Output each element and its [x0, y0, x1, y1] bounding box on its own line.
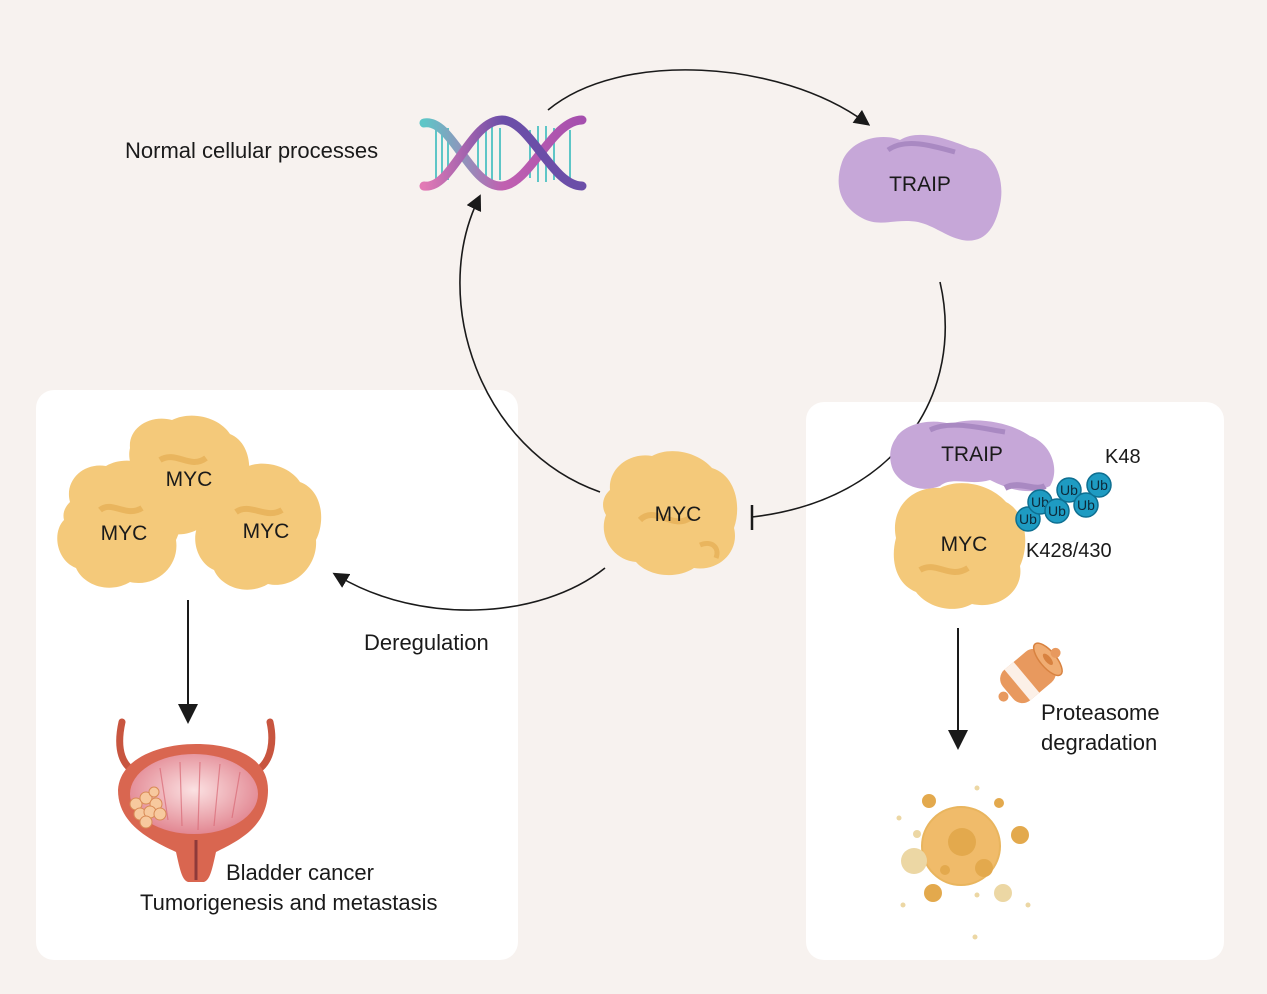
proteasome-label-line2: degradation	[1041, 730, 1158, 755]
svg-text:Ub: Ub	[1019, 511, 1037, 527]
myc-protein-center: MYC	[603, 451, 738, 576]
traip-complex-label: TRAIP	[941, 443, 1003, 466]
svg-text:Ub: Ub	[1090, 477, 1108, 493]
traip-protein-top: TRAIP	[838, 134, 1002, 241]
k48-label: K48	[1105, 446, 1141, 468]
svg-text:Ub: Ub	[1031, 494, 1049, 510]
ubiquitin-chain: Ub Ub Ub Ub Ub Ub	[1015, 472, 1112, 532]
arrow-deregulation	[332, 567, 606, 611]
myc-complex-label: MYC	[941, 533, 988, 556]
tumorigenesis-label: Tumorigenesis and metastasis	[140, 890, 438, 915]
arrow-myc-to-dna	[459, 194, 601, 493]
ub-icon: Ub	[1073, 492, 1099, 518]
normal-processes-label: Normal cellular processes	[125, 138, 379, 163]
svg-text:Ub: Ub	[1077, 497, 1095, 513]
cycle-arrows	[178, 69, 968, 750]
traip-myc-complex: TRAIP MYC	[890, 420, 1055, 609]
myc-cluster-label-1: MYC	[166, 468, 213, 491]
bladder-icon	[116, 718, 276, 882]
k428-430-label: K428/430	[1026, 540, 1112, 562]
proteasome-label-line1: Proteasome	[1041, 700, 1160, 725]
ub-icon: Ub	[1086, 472, 1112, 498]
arrow-dna-to-traip	[547, 69, 871, 126]
traip-top-label: TRAIP	[889, 173, 951, 196]
ub-icon: Ub	[1056, 477, 1082, 503]
dna-icon	[419, 115, 587, 191]
myc-cluster: MYC MYC MYC	[57, 415, 322, 590]
myc-cluster-label-3: MYC	[243, 520, 290, 543]
deregulation-label: Deregulation	[364, 630, 489, 655]
degraded-protein-debris	[896, 785, 1031, 940]
svg-text:Ub: Ub	[1048, 503, 1066, 519]
bladder-cancer-label: Bladder cancer	[226, 860, 374, 885]
proteasome-icon	[998, 642, 1063, 704]
myc-cluster-label-2: MYC	[101, 522, 148, 545]
ub-icon: Ub	[1044, 498, 1070, 524]
myc-center-label: MYC	[655, 503, 702, 526]
svg-text:Ub: Ub	[1060, 482, 1078, 498]
